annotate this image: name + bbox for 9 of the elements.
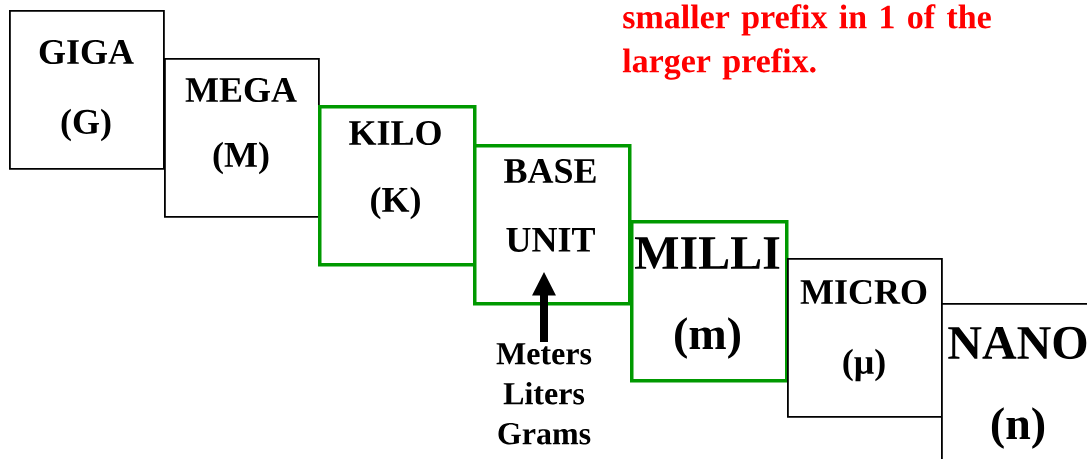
prefix-box: NANO (n) (941, 303, 1087, 459)
prefix-box: MILLI (m) (630, 220, 789, 383)
prefix-box: MEGA (M) (164, 58, 320, 218)
unit-list: Meters Liters Grams (496, 343, 592, 445)
prefix-box: BASE UNIT (473, 144, 632, 306)
prefix-box: MICRO (μ) (787, 258, 943, 418)
prefix-box: GIGA (G) (9, 10, 165, 170)
note-text: smaller prefix in 1 of the larger prefix. (622, 4, 991, 80)
prefix-box: KILO (K) (318, 105, 477, 267)
